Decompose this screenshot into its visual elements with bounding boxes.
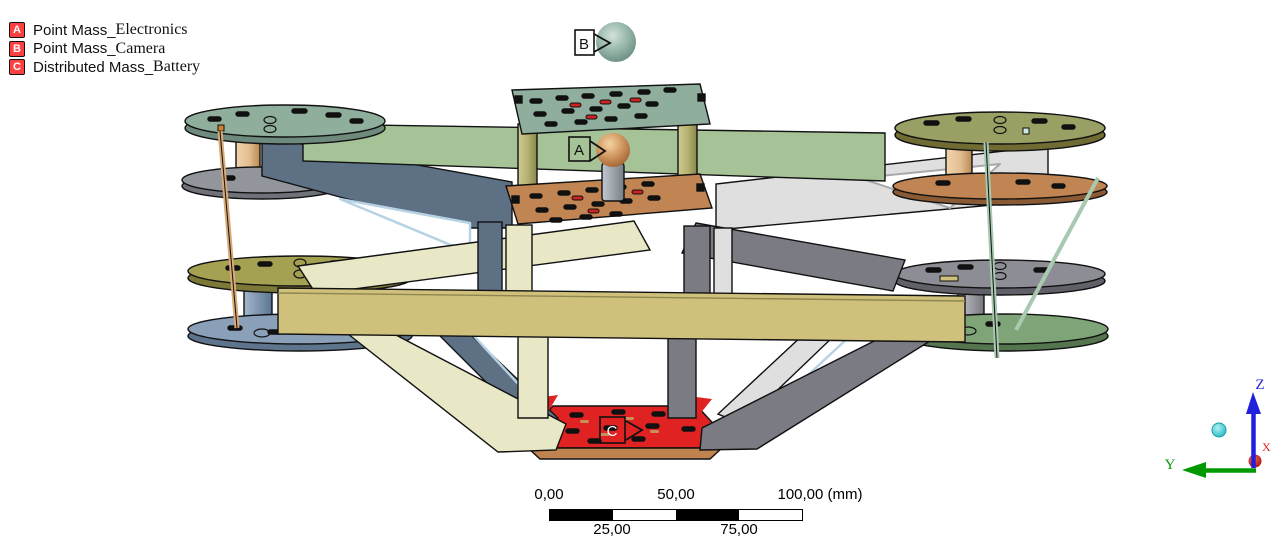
- triad-iso-ball[interactable]: [1211, 422, 1227, 438]
- front-right-truss-vertical[interactable]: [683, 225, 711, 295]
- annotation-c-label: C: [607, 423, 618, 440]
- disc-top-left-teal[interactable]: [184, 104, 386, 145]
- legend-label-name: Electronics: [115, 21, 188, 39]
- scale-label-25: 25,00: [593, 521, 631, 538]
- disc-top-right-olive[interactable]: [894, 111, 1106, 152]
- legend-label-name: Battery: [153, 58, 201, 76]
- annotation-b[interactable]: B: [574, 22, 636, 62]
- scale-label-100-mm: 100,00 (mm): [777, 486, 863, 503]
- legend-label-prefix: Point Mass_: [33, 40, 116, 58]
- scale-label-75: 75,00: [720, 521, 758, 538]
- rear-left-truss-vertical[interactable]: [477, 221, 503, 293]
- disc-top-right-copper[interactable]: [892, 172, 1108, 206]
- annotation-c-box[interactable]: [599, 416, 626, 444]
- model-structure[interactable]: [181, 83, 1109, 460]
- cross-beam[interactable]: [277, 287, 966, 343]
- legend-marker-b: B: [9, 40, 25, 57]
- point-mass-a-sphere[interactable]: [596, 133, 630, 167]
- legend-label-prefix: Distributed Mass_: [33, 58, 154, 76]
- annotation-c[interactable]: C: [599, 416, 644, 444]
- legend-label-name: Camera: [115, 39, 166, 57]
- legend-item-a: A Point Mass_Electronics: [9, 21, 200, 40]
- front-right-truss-lower-vertical[interactable]: [667, 333, 697, 419]
- scale-segment-2: [613, 510, 676, 520]
- disc-bottom-right-gray[interactable]: [894, 259, 1106, 296]
- scale-segment-3: [676, 510, 739, 520]
- point-mass-b-sphere[interactable]: [596, 22, 636, 62]
- front-left-truss-vertical[interactable]: [505, 224, 533, 296]
- scale-ruler: [549, 509, 803, 521]
- annotation-b-box[interactable]: [574, 29, 595, 56]
- triad-y-arrowhead[interactable]: [1182, 462, 1206, 478]
- base-plate-copper[interactable]: [526, 447, 724, 460]
- triad-z-arrowhead[interactable]: [1246, 392, 1261, 414]
- legend: A Point Mass_Electronics B Point Mass_Ca…: [9, 21, 200, 77]
- annotation-b-pointer: [593, 33, 612, 53]
- legend-marker-a: A: [9, 22, 25, 39]
- triad-y-label[interactable]: Y: [1165, 457, 1176, 473]
- triad[interactable]: X Z Y: [1165, 377, 1271, 478]
- triad-z-label[interactable]: Z: [1255, 377, 1264, 393]
- rod-right-edge: [985, 141, 998, 359]
- legend-item-b: B Point Mass_Camera: [9, 40, 200, 59]
- scale-segment-4: [739, 510, 802, 520]
- annotation-a-label: A: [574, 142, 584, 159]
- rod-right-diagonal[interactable]: [1014, 177, 1100, 331]
- scale-label-50: 50,00: [657, 486, 695, 503]
- triad-x-label[interactable]: X: [1262, 440, 1271, 454]
- point-mass-a-pedestal[interactable]: [601, 162, 625, 202]
- legend-label-prefix: Point Mass_: [33, 21, 116, 39]
- front-left-truss-lower-vertical[interactable]: [517, 333, 549, 419]
- scale-segment-1: [550, 510, 613, 520]
- annotation-a-box[interactable]: [568, 136, 591, 162]
- annotation-a[interactable]: A: [568, 136, 607, 162]
- scale-label-0: 0,00: [534, 486, 564, 503]
- legend-marker-c: C: [9, 59, 25, 76]
- annotation-c-pointer: [625, 420, 644, 441]
- camera-mount-plate[interactable]: [511, 83, 711, 135]
- annotation-b-label: B: [579, 36, 589, 53]
- legend-item-c: C Distributed Mass_Battery: [9, 58, 200, 77]
- rod-left-edge: [219, 130, 238, 329]
- annotation-a-pointer: [589, 140, 607, 162]
- rear-right-truss-vertical[interactable]: [713, 227, 733, 295]
